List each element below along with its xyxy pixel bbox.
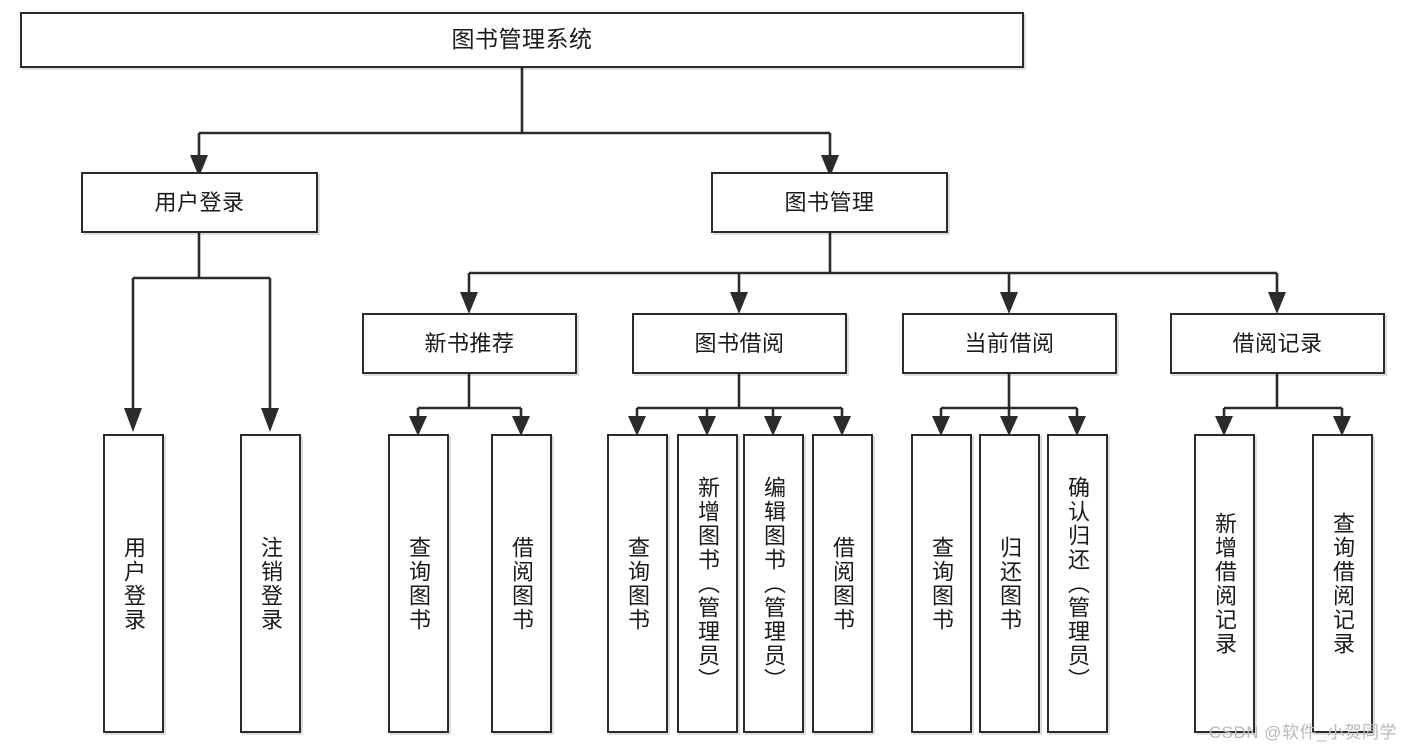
- edge-userlogin-to-leaves: [124, 233, 279, 432]
- node-label: 借阅图书: [830, 535, 856, 632]
- edge-root-to-level2: [190, 68, 839, 177]
- node-label: 新增借阅记录: [1212, 511, 1238, 656]
- leaf-logout-login[interactable]: 注销登录: [240, 434, 301, 733]
- node-book-borrow[interactable]: 图书借阅: [632, 313, 847, 374]
- node-label: 用户登录: [154, 189, 245, 215]
- node-root-book-management-system[interactable]: 图书管理系统: [20, 12, 1024, 68]
- leaf-query-book-current[interactable]: 查询图书: [911, 434, 972, 733]
- node-label: 查询借阅记录: [1330, 511, 1356, 656]
- node-label: 查询图书: [625, 535, 651, 632]
- edge-record-to-leaves: [1215, 374, 1351, 436]
- watermark-text: CSDN @软件_小贺同学: [1208, 723, 1397, 742]
- node-label: 图书借阅: [694, 330, 785, 356]
- node-current-borrow[interactable]: 当前借阅: [902, 313, 1117, 374]
- node-label: 借阅图书: [509, 535, 535, 632]
- node-label: 图书管理: [784, 189, 875, 215]
- leaf-confirm-return-admin[interactable]: 确认归还（管理员）: [1047, 434, 1108, 733]
- node-book-management[interactable]: 图书管理: [711, 172, 948, 233]
- node-label: 当前借阅: [964, 330, 1055, 356]
- leaf-user-login[interactable]: 用户登录: [103, 434, 164, 733]
- node-label: 用户登录: [121, 535, 147, 632]
- node-label: 新书推荐: [424, 330, 515, 356]
- leaf-borrow-book[interactable]: 借阅图书: [812, 434, 873, 733]
- leaf-edit-book-admin[interactable]: 编辑图书（管理员）: [743, 434, 804, 733]
- edge-bookmgmt-to-level3: [460, 233, 1286, 314]
- edge-current-to-leaves: [932, 374, 1086, 436]
- node-label: 编辑图书（管理员）: [761, 475, 787, 692]
- node-label: 注销登录: [258, 535, 284, 632]
- node-borrow-record[interactable]: 借阅记录: [1170, 313, 1385, 374]
- node-label: 确认归还（管理员）: [1065, 475, 1091, 692]
- leaf-return-book[interactable]: 归还图书: [979, 434, 1040, 733]
- node-new-book-recommend[interactable]: 新书推荐: [362, 313, 577, 374]
- edge-borrow-to-leaves: [628, 374, 851, 436]
- node-label: 查询图书: [406, 535, 432, 632]
- node-label: 图书管理系统: [451, 26, 593, 53]
- leaf-add-book-admin[interactable]: 新增图书（管理员）: [677, 434, 738, 733]
- leaf-query-borrow-record[interactable]: 查询借阅记录: [1312, 434, 1373, 733]
- leaf-add-borrow-record[interactable]: 新增借阅记录: [1194, 434, 1255, 733]
- leaf-query-book-borrow[interactable]: 查询图书: [607, 434, 668, 733]
- node-label: 查询图书: [929, 535, 955, 632]
- node-label: 新增图书（管理员）: [695, 475, 721, 692]
- node-user-login[interactable]: 用户登录: [81, 172, 318, 233]
- node-label: 归还图书: [997, 535, 1023, 632]
- node-label: 借阅记录: [1232, 330, 1323, 356]
- leaf-borrow-book-recommend[interactable]: 借阅图书: [491, 434, 552, 733]
- edge-recommend-to-leaves: [409, 374, 530, 436]
- leaf-query-book-recommend[interactable]: 查询图书: [388, 434, 449, 733]
